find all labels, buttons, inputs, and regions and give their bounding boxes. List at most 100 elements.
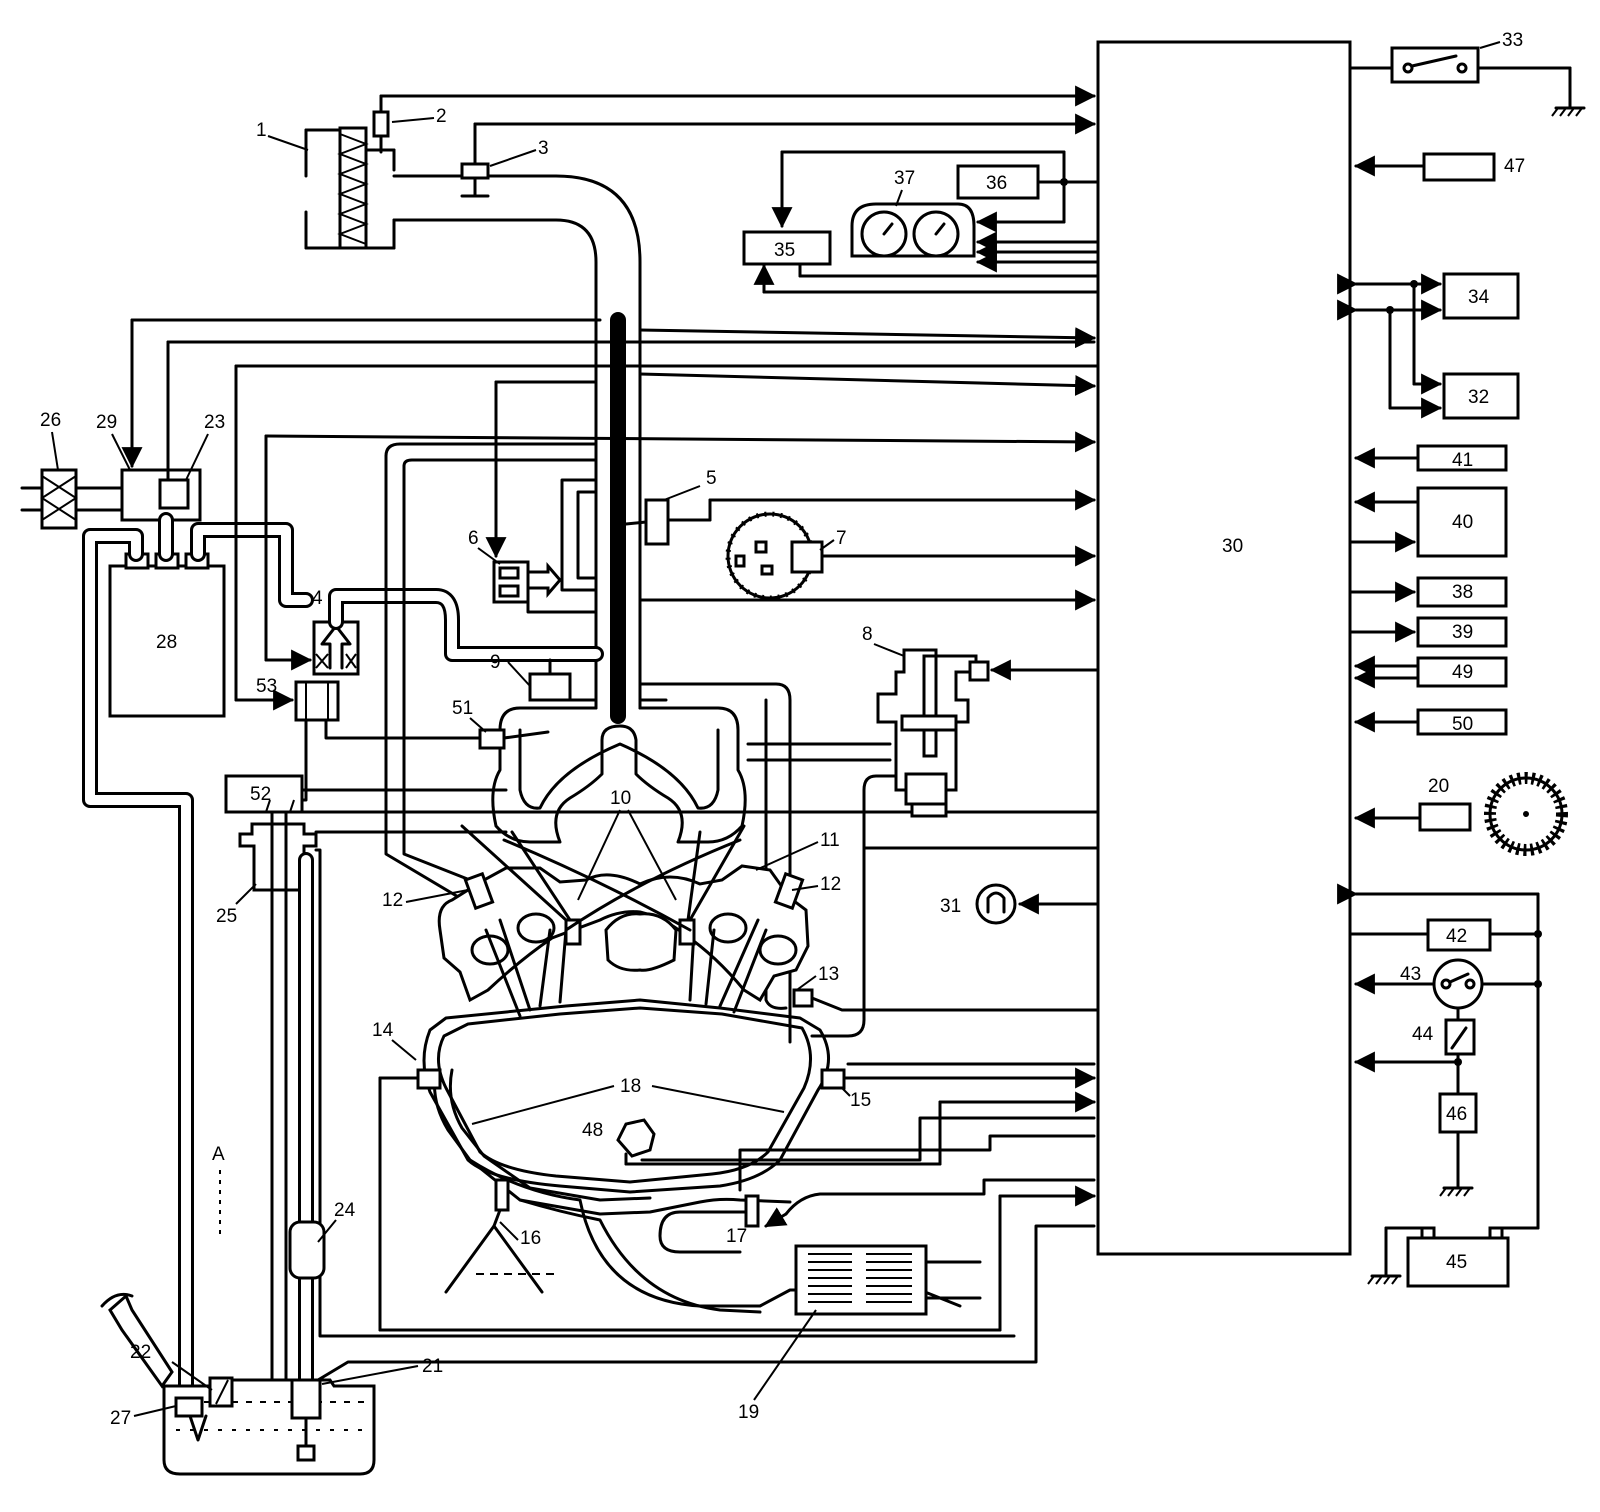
label-9: 9 xyxy=(490,652,501,673)
component-36: 36 xyxy=(771,150,1100,233)
o2-sensor-16: 16 xyxy=(444,1178,560,1294)
gauge-cluster-37: 37 xyxy=(850,168,1100,273)
o2-sensor-17: 17 xyxy=(658,1178,1096,1254)
label-8: 8 xyxy=(862,624,873,645)
label-33: 33 xyxy=(1502,30,1523,51)
canister-28: 28 xyxy=(82,512,314,1408)
temp-sensor-14 xyxy=(378,1068,1097,1332)
label-29: 29 xyxy=(96,412,117,433)
valve-6: 6 xyxy=(468,380,598,614)
component-49: 49 xyxy=(1353,655,1508,689)
throttle-sensor-3: 3 xyxy=(460,113,1097,198)
label-43: 43 xyxy=(1400,964,1421,985)
component-39: 39 xyxy=(1348,616,1508,648)
label-3: 3 xyxy=(538,138,549,159)
label-37: 37 xyxy=(894,168,915,189)
component-38: 38 xyxy=(1348,576,1508,608)
label-13: 13 xyxy=(818,964,839,985)
component-50: 50 xyxy=(1353,708,1508,736)
label-20: 20 xyxy=(1428,776,1449,797)
label-44: 44 xyxy=(1412,1024,1434,1045)
intake-duct xyxy=(392,174,642,710)
view-marker-a: A xyxy=(212,1144,225,1165)
switch-33: 33 xyxy=(1348,30,1586,117)
air-temp-sensor-2: 2 xyxy=(372,85,1097,154)
component-40: 40 xyxy=(1348,486,1508,558)
label-14: 14 xyxy=(372,1020,394,1041)
catalytic-converter-19: 19 xyxy=(468,1158,982,1423)
label-45: 45 xyxy=(1446,1252,1467,1273)
component-20: 20 xyxy=(1353,772,1568,856)
label-52: 52 xyxy=(250,784,271,805)
valve-4: 4 xyxy=(264,434,604,676)
label-5: 5 xyxy=(706,468,717,489)
component-9: 9 xyxy=(490,652,572,702)
label-4: 4 xyxy=(312,588,323,609)
crank-sensor-7: 7 xyxy=(725,511,1097,601)
pressure-regulator-25: 25 xyxy=(216,799,1100,1454)
label-36: 36 xyxy=(986,173,1007,194)
air-filter-1: 1 xyxy=(256,120,396,250)
label-2: 2 xyxy=(436,106,447,127)
label-16: 16 xyxy=(520,1228,541,1249)
label-51: 51 xyxy=(452,698,473,719)
temp-sensor-15 xyxy=(820,1062,1097,1090)
label-41: 41 xyxy=(1452,450,1473,471)
label-21: 21 xyxy=(422,1356,443,1377)
label-12-left: 12 xyxy=(382,890,403,911)
label-25: 25 xyxy=(216,906,237,927)
battery-circuit: 42 43 44 46 45 xyxy=(1337,883,1542,1288)
ecu-unit: 30 xyxy=(1096,40,1352,1256)
label-46: 46 xyxy=(1446,1104,1467,1125)
label-7: 7 xyxy=(836,528,847,549)
label-6: 6 xyxy=(468,528,479,549)
purge-valve-29: 29 23 xyxy=(96,318,1096,522)
sensor-13 xyxy=(792,988,1100,1012)
component-34-32: 34 32 xyxy=(1337,272,1520,420)
label-40: 40 xyxy=(1452,512,1473,533)
label-28: 28 xyxy=(156,632,177,653)
fuel-filter-24: 24 xyxy=(288,852,356,1408)
label-49: 49 xyxy=(1452,662,1473,683)
label-53: 53 xyxy=(256,676,277,697)
ecu-input-lines xyxy=(234,327,1100,611)
component-41: 41 xyxy=(1353,444,1508,472)
label-1: 1 xyxy=(256,120,267,141)
label-32: 32 xyxy=(1468,387,1489,408)
label-19: 19 xyxy=(738,1402,759,1423)
label-15: 15 xyxy=(850,1090,871,1111)
valve-8: 8 xyxy=(746,624,1100,1038)
label-17: 17 xyxy=(726,1226,747,1247)
label-11: 11 xyxy=(820,830,840,851)
engine-block xyxy=(422,824,830,1216)
label-22: 22 xyxy=(130,1342,151,1363)
label-10: 10 xyxy=(610,788,631,809)
label-31: 31 xyxy=(940,896,961,917)
label-35: 35 xyxy=(774,240,795,261)
label-26: 26 xyxy=(40,410,61,431)
knock-sensor-48 xyxy=(616,1091,1097,1166)
label-50: 50 xyxy=(1452,714,1473,735)
component-47: 47 xyxy=(1353,152,1525,182)
fuel-tank: 22 27 21 A xyxy=(100,1144,1096,1476)
label-48: 48 xyxy=(582,1120,603,1141)
label-30: 30 xyxy=(1222,536,1243,557)
component-35: 35 xyxy=(742,230,1100,294)
label-42: 42 xyxy=(1446,926,1467,947)
valve-53: 53 xyxy=(234,364,496,802)
component-31: 31 xyxy=(940,883,1100,925)
label-47: 47 xyxy=(1504,156,1525,177)
map-sensor-5: 5 xyxy=(624,468,1097,546)
canister-vent-26: 26 xyxy=(20,410,124,530)
label-12-right: 12 xyxy=(820,874,841,895)
engine-ecu-lines xyxy=(640,1116,1096,1192)
label-38: 38 xyxy=(1452,582,1473,603)
intake-manifold xyxy=(384,312,792,1044)
label-18: 18 xyxy=(620,1076,641,1097)
label-27: 27 xyxy=(110,1408,131,1429)
label-24: 24 xyxy=(334,1200,356,1221)
label-23: 23 xyxy=(204,412,225,433)
component-51: 51 xyxy=(452,698,550,750)
label-39: 39 xyxy=(1452,622,1473,643)
